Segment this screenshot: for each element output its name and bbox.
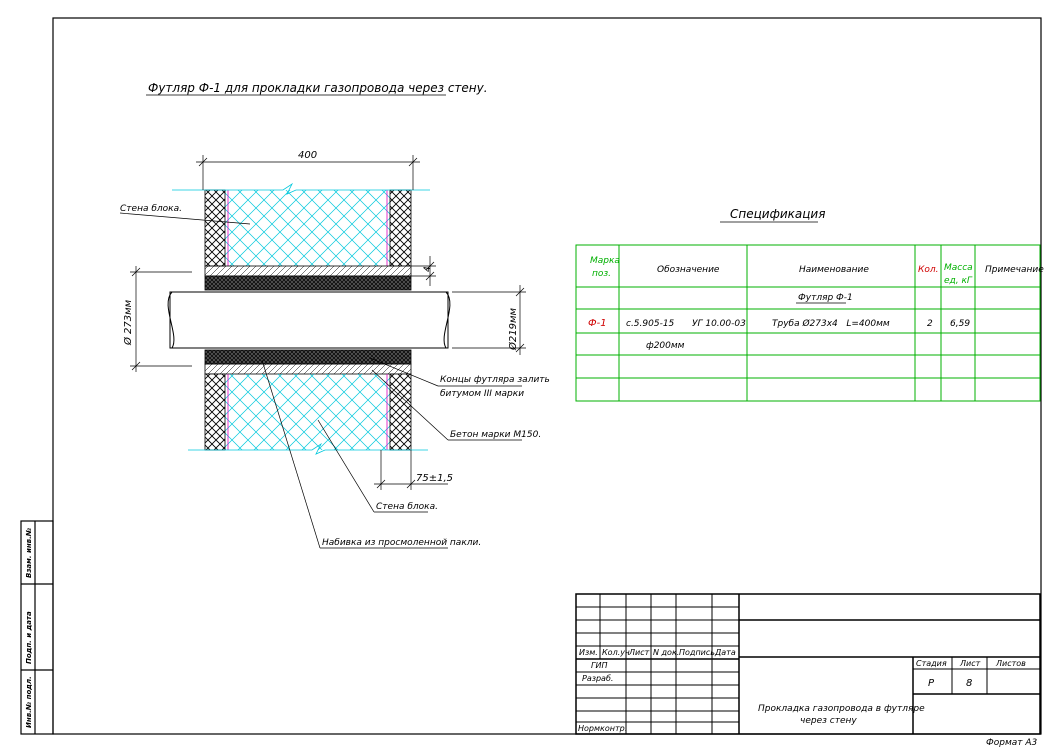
spec-header-qty: Кол.: [918, 265, 939, 275]
wall-break-line-bottom: [188, 442, 428, 455]
gas-pipe: [169, 291, 449, 349]
pipe-break-right: [443, 291, 451, 349]
dimension-4-text: 4: [423, 266, 433, 272]
tb-doc-title-2: через стену: [800, 716, 857, 726]
spec-header-mark-2: поз.: [592, 269, 611, 279]
wall-block-bottom: [205, 374, 411, 450]
brick-left-top: [204, 189, 226, 267]
tb-sheet-label: Лист: [959, 659, 981, 668]
dimension-75: [374, 450, 448, 490]
brick-left-bottom: [204, 373, 226, 451]
casing-wall-top: [204, 265, 412, 277]
tb-stage-label: Стадия: [916, 659, 947, 668]
wall-block-top: [205, 190, 411, 266]
tb-col-doc: N док.: [653, 648, 679, 657]
spec-header-designation: Обозначение: [657, 265, 720, 275]
dimension-left-text: Ø 273мм: [122, 299, 134, 346]
label-concrete: Бетон марки М150.: [450, 430, 541, 440]
casing-wall-bottom: [204, 363, 412, 375]
title-block-grid: [575, 593, 1041, 735]
side-stamp-sign-date: Подп. и дата: [25, 611, 33, 664]
dimension-left: [130, 266, 192, 372]
spec-row-mass: 6,59: [950, 319, 970, 329]
brick-right-top: [389, 189, 412, 267]
label-packing: Набивка из просмоленной пакли.: [322, 538, 481, 548]
drawing-title: Футляр Ф-1 для прокладки газопровода чер…: [148, 81, 488, 95]
spec-row-mark: Ф-1: [588, 318, 607, 329]
label-ends-line2: битумом III марки: [440, 389, 524, 399]
spec-row-designation-1: с.5.905-15: [626, 319, 675, 329]
label-wall-bottom: Стена блока.: [376, 502, 438, 512]
tb-stage-value: Р: [928, 678, 935, 689]
side-stamp-inv-orig: Инв.№ подл.: [25, 676, 33, 728]
spec-header-name: Наименование: [799, 265, 869, 275]
spec-row-designation-2: УГ 10.00-03: [692, 319, 746, 329]
spec-row-designation-3: ф200мм: [646, 341, 685, 351]
leader-ends: [369, 357, 439, 387]
dimension-400-text: 400: [298, 150, 317, 161]
wall-break-line-top: [172, 182, 430, 195]
spec-header-note: Примечание: [985, 265, 1044, 275]
side-stamp-inv-repl: Взам. инв.№: [25, 527, 33, 578]
tb-sheet-value: 8: [966, 678, 972, 689]
tb-role-norm: Нормконтр.: [578, 724, 627, 733]
leader-wall-top: [119, 212, 251, 225]
leader-packing: [261, 359, 321, 549]
tb-role-gip: ГИП: [591, 661, 607, 670]
leader-concrete: [371, 369, 449, 441]
leader-wall-bottom: [317, 419, 375, 513]
tb-col-list: Лист: [628, 648, 650, 657]
side-stamp-grid: [20, 520, 54, 735]
brick-right-bottom: [389, 373, 412, 451]
tb-col-date: Дата: [714, 648, 736, 657]
label-wall-top: Стена блока.: [120, 204, 182, 214]
tb-role-dev: Разраб.: [582, 674, 613, 683]
spec-row-name: Труба Ø273x4 L=400мм: [772, 318, 890, 329]
dimension-right: [452, 285, 526, 355]
spec-header-mass-2: ед, кГ: [944, 276, 973, 286]
spec-header-mark-1: Марка: [590, 256, 620, 266]
tb-col-izm: Изм.: [579, 648, 598, 657]
pipe-break-left: [167, 291, 175, 349]
tb-col-sign: Подпись: [679, 648, 715, 657]
spec-title: Спецификация: [730, 207, 825, 221]
format-label: Формат А3: [986, 738, 1038, 748]
tb-doc-title-1: Прокладка газопровода в футляре: [758, 704, 925, 714]
spec-header-mass-1: Масса: [944, 263, 973, 273]
packing-top: [204, 275, 412, 291]
dimension-75-text: 75±1,5: [416, 473, 453, 484]
spec-group-title: Футляр Ф-1: [798, 293, 853, 303]
dimension-400: [196, 155, 420, 190]
dimension-4: [411, 256, 436, 286]
dimension-right-text: Ø219мм: [507, 307, 519, 351]
label-ends-line1: Концы футляра залить: [440, 375, 550, 385]
spec-table-grid: [575, 244, 1041, 402]
spec-row-qty: 2: [927, 319, 933, 329]
sheet-frame: [52, 17, 1042, 735]
tb-sheets-label: Листов: [995, 659, 1026, 668]
tb-col-kol: Кол.уч: [602, 648, 630, 657]
